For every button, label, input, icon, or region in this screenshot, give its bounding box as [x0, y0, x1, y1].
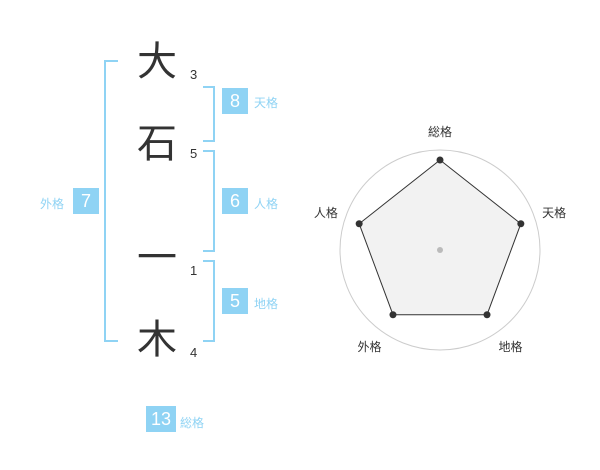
jinkaku-bracket — [203, 150, 215, 252]
name-char-3: 一 — [137, 235, 177, 281]
stroke-count-3: 1 — [190, 263, 198, 278]
radar-shape — [358, 159, 522, 316]
stroke-count-4: 4 — [190, 345, 198, 360]
radar-point — [483, 311, 491, 319]
stroke-count-2: 5 — [190, 146, 198, 161]
name-char-4: 木 — [137, 317, 177, 363]
chikaku-bracket — [203, 260, 215, 342]
radar-axis-label: 総格 — [428, 124, 452, 139]
jinkaku-label: 人格 — [254, 197, 279, 211]
name-char-1: 大 — [137, 39, 177, 85]
name-char-2: 石 — [137, 121, 177, 167]
radar-axis-label: 外格 — [357, 339, 381, 354]
chikaku-label: 地格 — [254, 297, 279, 311]
soukaku-label: 総格 — [180, 416, 205, 430]
gaikaku-bracket — [104, 60, 118, 342]
radar-point — [436, 156, 444, 164]
radar-point — [389, 311, 397, 319]
tenkaku-bracket — [203, 86, 215, 142]
radar-point — [355, 220, 363, 228]
radar-center-dot — [437, 247, 443, 253]
tenkaku-badge: 8 — [222, 88, 248, 114]
radar-axis-label: 人格 — [314, 205, 338, 220]
tenkaku-label: 天格 — [254, 96, 279, 110]
chikaku-badge: 5 — [222, 288, 248, 314]
stroke-count-1: 3 — [190, 67, 198, 82]
radar-points — [355, 156, 525, 319]
gaikaku-label: 外格 — [40, 197, 65, 211]
radar-axis-label: 天格 — [542, 205, 566, 220]
radar-point — [517, 220, 525, 228]
gaikaku-badge: 7 — [73, 188, 99, 214]
radar-axis-label: 地格 — [499, 339, 523, 354]
jinkaku-badge: 6 — [222, 188, 248, 214]
soukaku-badge: 13 — [146, 406, 176, 432]
